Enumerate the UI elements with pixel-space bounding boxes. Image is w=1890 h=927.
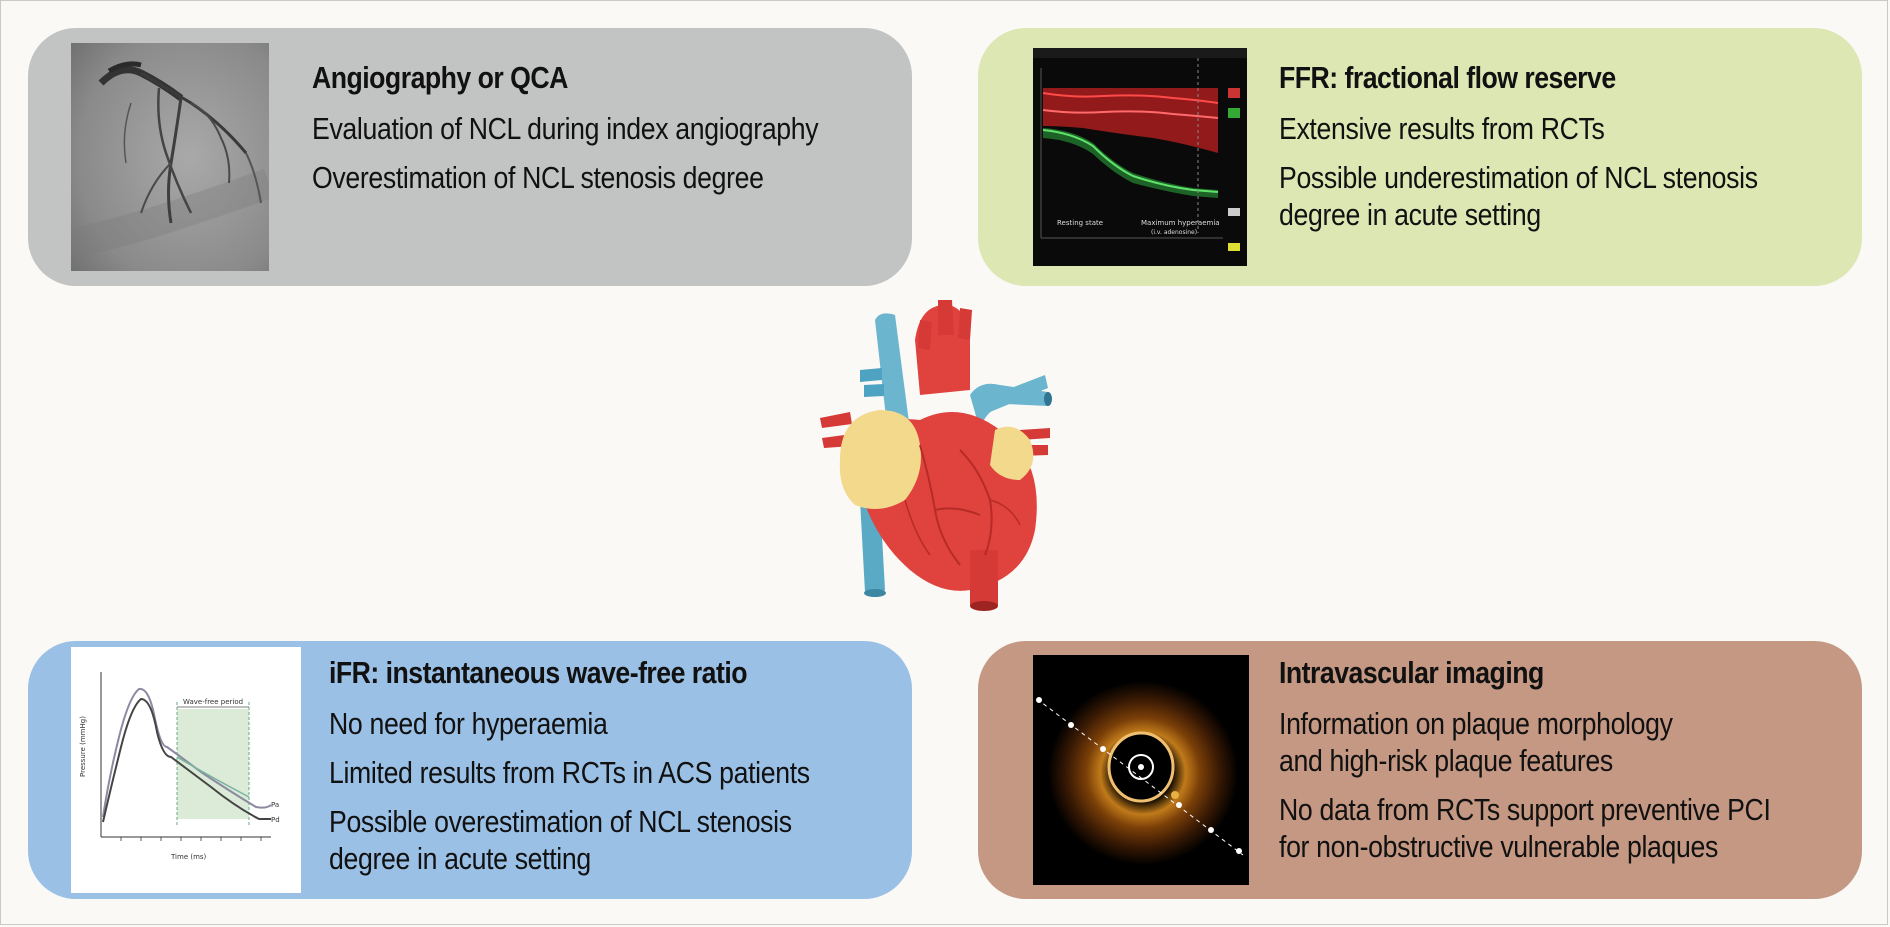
ffr-label-left: Resting state — [1057, 219, 1103, 227]
ffr-text: FFR: fractional flow reserve Extensive r… — [1279, 60, 1890, 245]
oct-image — [1033, 655, 1249, 885]
card-point: Possible underestimation of NCL stenosis… — [1279, 160, 1758, 232]
card-intravascular-imaging: Intravascular imaging Information on pla… — [978, 641, 1862, 899]
card-point: Possible overestimation of NCL stenosis … — [329, 804, 792, 876]
ifr-pd-label: Pd — [271, 816, 280, 824]
ifr-period-label: Wave-free period — [183, 698, 243, 706]
ifr-pressure-chart-image: Wave-free period Pa Pd Time (ms) Pressur… — [71, 647, 301, 893]
card-title: Intravascular imaging — [1279, 655, 1544, 690]
angiography-image — [71, 43, 269, 271]
heart-anatomy-icon — [820, 300, 1060, 625]
ifr-ylabel: Pressure (mmHg) — [79, 716, 87, 777]
angiography-text: Angiography or QCA Evaluation of NCL dur… — [312, 60, 932, 208]
ifr-xlabel: Time (ms) — [170, 853, 207, 861]
card-angiography: Angiography or QCA Evaluation of NCL dur… — [28, 28, 912, 286]
card-ifr: Wave-free period Pa Pd Time (ms) Pressur… — [28, 641, 912, 899]
card-title: Angiography or QCA — [312, 60, 568, 95]
card-point: Overestimation of NCL stenosis degree — [312, 160, 764, 195]
ivi-text: Intravascular imaging Information on pla… — [1279, 655, 1890, 877]
card-title: FFR: fractional flow reserve — [1279, 60, 1616, 95]
card-point: Information on plaque morphology and hig… — [1279, 706, 1673, 778]
card-point: Evaluation of NCL during index angiograp… — [312, 111, 819, 146]
card-ffr: Resting state Maximum hyperaemia (i.v. a… — [978, 28, 1862, 286]
ifr-pa-label: Pa — [271, 801, 279, 809]
card-point: Extensive results from RCTs — [1279, 111, 1605, 146]
ifr-text: iFR: instantaneous wave-free ratio No ne… — [329, 655, 949, 889]
ffr-pressure-trace-image: Resting state Maximum hyperaemia (i.v. a… — [1033, 48, 1247, 266]
ffr-label-right-sub: (i.v. adenosine) — [1151, 229, 1197, 236]
card-point: Limited results from RCTs in ACS patient… — [329, 755, 810, 790]
card-point: No need for hyperaemia — [329, 706, 608, 741]
ffr-label-right: Maximum hyperaemia — [1141, 219, 1220, 227]
card-title: iFR: instantaneous wave-free ratio — [329, 655, 748, 690]
card-point: No data from RCTs support preventive PCI… — [1279, 792, 1771, 864]
